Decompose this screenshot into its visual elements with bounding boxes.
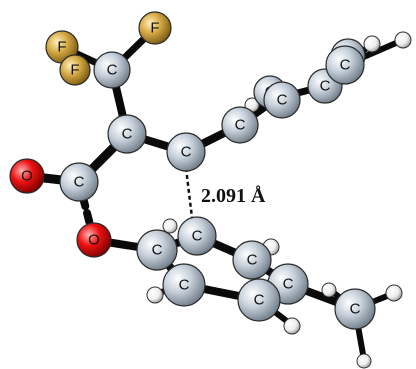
- atom-label: C: [179, 277, 190, 294]
- carbon-atom: [93, 51, 131, 89]
- hydrogen-atom: [394, 31, 412, 49]
- atom-label: C: [340, 57, 351, 74]
- carbon-atom: [237, 278, 281, 322]
- carbon-atom: [136, 229, 178, 271]
- hydrogen-atom: [162, 218, 178, 234]
- carbon-atom: [177, 216, 217, 256]
- atom-label: F: [70, 62, 79, 79]
- atom-label: C: [74, 174, 85, 191]
- atoms: C C C C C C F F C F C C: [9, 11, 376, 330]
- hydrogen-atom: [146, 286, 164, 304]
- atom-label: C: [181, 144, 192, 161]
- atom-label: C: [320, 78, 331, 95]
- atom-label: C: [192, 228, 203, 245]
- atom-label: O: [21, 168, 33, 185]
- atom-label: C: [247, 252, 258, 269]
- hydrogen-atom: [363, 35, 381, 53]
- atom-label: C: [254, 292, 265, 309]
- carbon-atom: [221, 106, 259, 144]
- carbon-atom: [263, 81, 301, 119]
- carbon-atom: [59, 162, 99, 202]
- oxygen-atom: [76, 222, 112, 258]
- atom-label: O: [88, 232, 100, 249]
- atom-label: F: [57, 39, 66, 56]
- carbon-atom: [162, 263, 206, 307]
- atom-label: C: [122, 126, 133, 143]
- carbon-atom: [325, 45, 365, 85]
- hydrogen-atom: [385, 284, 403, 302]
- atom-label: F: [150, 20, 159, 37]
- carbon-atom: [334, 288, 376, 330]
- carbon-atom: [166, 132, 206, 172]
- fluorine-atom: [138, 11, 172, 45]
- atom-label: C: [277, 92, 288, 109]
- carbon-atom: [107, 114, 147, 154]
- atom-label: C: [350, 301, 361, 318]
- oxygen-atom: [9, 158, 45, 194]
- hydrogen-atom: [321, 282, 337, 298]
- carbon-atom: [232, 240, 272, 280]
- atom-label: C: [235, 117, 246, 134]
- forming-bond-dash: [184, 167, 195, 227]
- distance-label: 2.091 Å: [201, 184, 266, 207]
- atom-label: C: [152, 242, 163, 259]
- atom-label: C: [283, 276, 294, 293]
- hydrogen-atom: [356, 353, 372, 369]
- hydrogen-atom: [283, 317, 301, 335]
- atom-label: C: [107, 62, 118, 79]
- fluorine-atom: [59, 54, 91, 86]
